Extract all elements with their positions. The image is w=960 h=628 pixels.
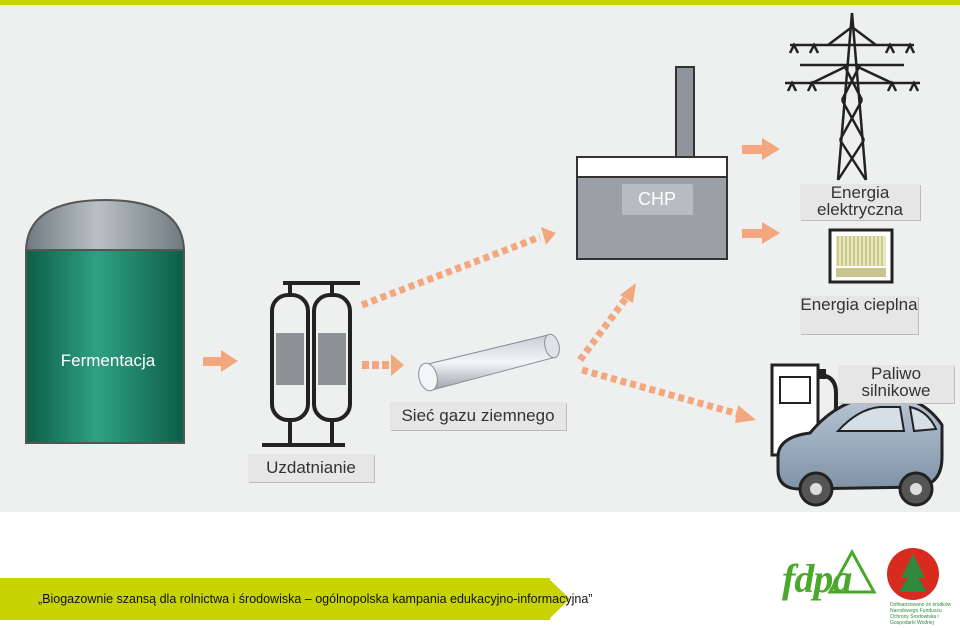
- fermentation-label: Fermentacja: [60, 351, 156, 370]
- diagram-graphics: [24, 12, 944, 507]
- radiator-icon: [828, 228, 894, 284]
- banner-arrow-icon: [548, 578, 570, 620]
- arrow-upgrading-grid: [362, 354, 404, 376]
- footer-graphics: [827, 548, 939, 600]
- fdpa-logo: fdpa: [782, 556, 852, 601]
- upgrading-filter-icon: [262, 281, 360, 447]
- motor-fuel-label: Paliwo silnikowe: [838, 365, 954, 403]
- fdpa-logo-icon: [827, 548, 877, 594]
- electric-energy-label: Energia elektryczna: [800, 184, 920, 220]
- arrow-chp-heat: [742, 222, 780, 244]
- arrow-chp-electricity: [742, 138, 780, 160]
- campaign-banner-text: „Biogazownie szansą dla rolnictwa i środ…: [38, 592, 593, 606]
- power-pylon-icon: [785, 12, 920, 181]
- top-accent-bar: [0, 0, 960, 5]
- fermenter-tank-icon: [24, 198, 186, 444]
- arrow-fermentation-upgrading: [203, 350, 238, 372]
- arrow-upgrading-chp: [360, 227, 556, 309]
- car-icon: [776, 395, 944, 507]
- chp-label: CHP: [622, 184, 692, 214]
- heat-energy-label: Energia cieplna: [800, 296, 918, 334]
- gas-grid-label: Sieć gazu ziemnego: [390, 402, 566, 430]
- nfosigw-text: Dofinansowano ze środków Narodowego Fund…: [890, 602, 952, 626]
- campaign-banner: [0, 578, 550, 620]
- upgrading-label: Uzdatnianie: [248, 454, 374, 482]
- biogas-diagram: Fermentacja Uzdatnianie Sieć gazu ziemne…: [0, 5, 960, 512]
- arrow-grid-heat: [577, 283, 636, 363]
- gas-pipe-icon: [418, 333, 560, 392]
- nfosigw-logo-icon: [887, 548, 939, 600]
- arrow-grid-fuel: [581, 366, 756, 423]
- chp-unit-icon: [576, 66, 728, 260]
